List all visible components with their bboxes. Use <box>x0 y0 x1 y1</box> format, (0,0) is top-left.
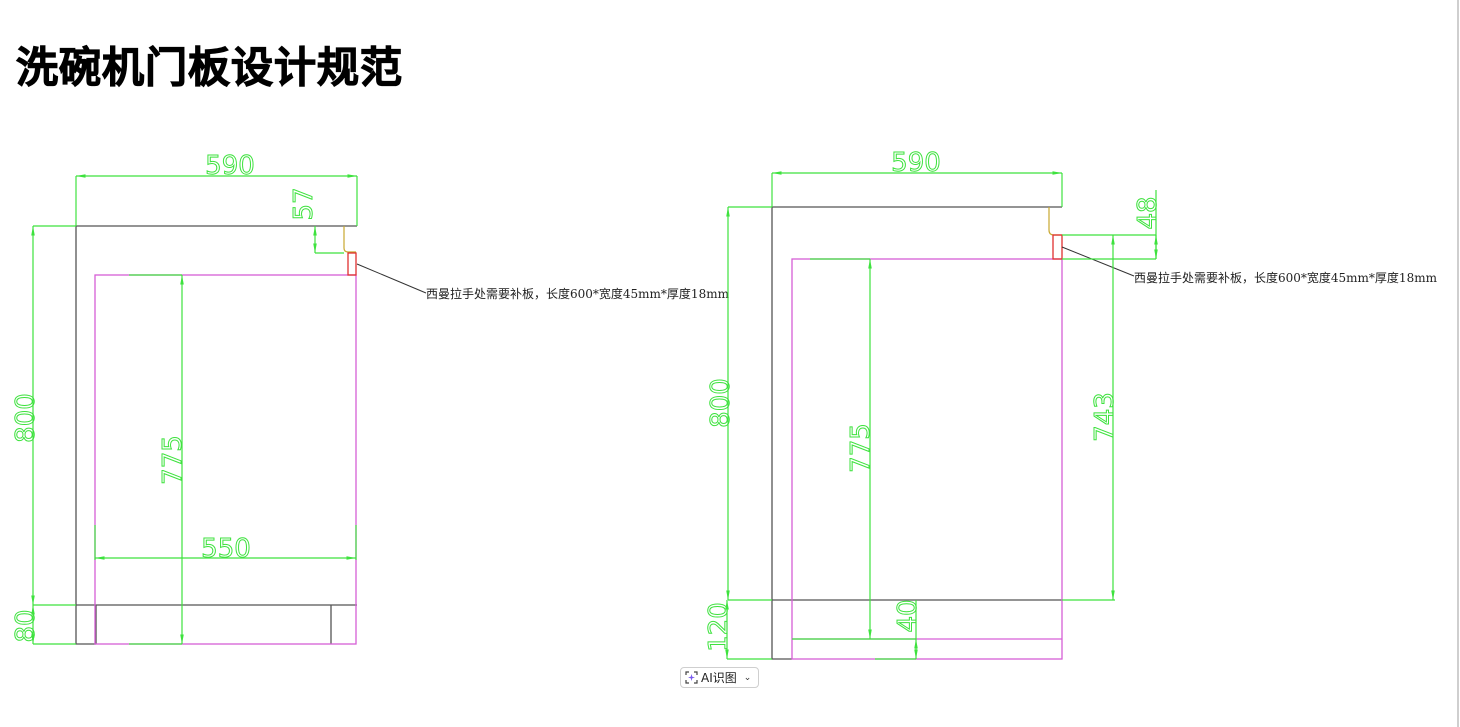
left-dim-overall-height: 800 <box>11 393 41 443</box>
right-dim-overall-height: 800 <box>706 378 736 428</box>
page-title: 洗碗机门板设计规范 <box>15 43 404 93</box>
ai-scan-icon <box>685 671 698 684</box>
right-dim-door-height: 775 <box>846 423 876 473</box>
left-filler-board <box>347 252 357 276</box>
right-door-outline <box>791 258 1063 660</box>
right-dimension-lines <box>725 171 1158 660</box>
left-dim-door-height: 775 <box>158 435 188 485</box>
left-dim-handle-gap: 57 <box>289 187 319 220</box>
left-filler-note: 西曼拉手处需要补板，长度600*宽度45mm*厚度18mm <box>426 286 730 301</box>
left-handle-profile <box>343 226 356 253</box>
left-dim-plinth-height: 80 <box>11 609 41 642</box>
right-filler-note: 西曼拉手处需要补板，长度600*宽度45mm*厚度18mm <box>1134 270 1438 285</box>
chevron-down-icon[interactable]: ⌄ <box>743 672 752 683</box>
ai-recognize-button[interactable]: AI识图 ⌄ <box>680 667 759 688</box>
right-dim-bottom-offset: 40 <box>893 599 923 632</box>
right-drawing: 590 48 743 800 775 120 40 西曼拉手处需要补板，长度60… <box>704 148 1438 660</box>
right-filler-board <box>1052 234 1063 260</box>
right-dim-side-height: 743 <box>1090 392 1120 442</box>
left-dim-overall-width: 590 <box>205 151 255 181</box>
vertical-scrollbar[interactable] <box>1457 0 1459 727</box>
right-panel-outline <box>771 206 1062 660</box>
left-door-outline <box>94 274 357 645</box>
right-dim-overall-width: 590 <box>891 148 941 178</box>
right-dim-handle-gap: 48 <box>1133 196 1163 229</box>
ai-recognize-label: AI识图 <box>701 671 737 685</box>
right-dim-plinth-height: 120 <box>704 602 734 652</box>
right-leader-line <box>1061 246 1135 277</box>
right-handle-profile <box>1048 207 1062 236</box>
left-dimension-lines <box>31 174 358 645</box>
left-leader-line <box>356 263 427 294</box>
left-drawing: 590 57 800 775 550 80 西曼拉手处需要补板，长度600*宽度… <box>11 151 730 645</box>
left-panel-outline <box>75 225 357 645</box>
left-dim-door-width: 550 <box>201 534 251 564</box>
